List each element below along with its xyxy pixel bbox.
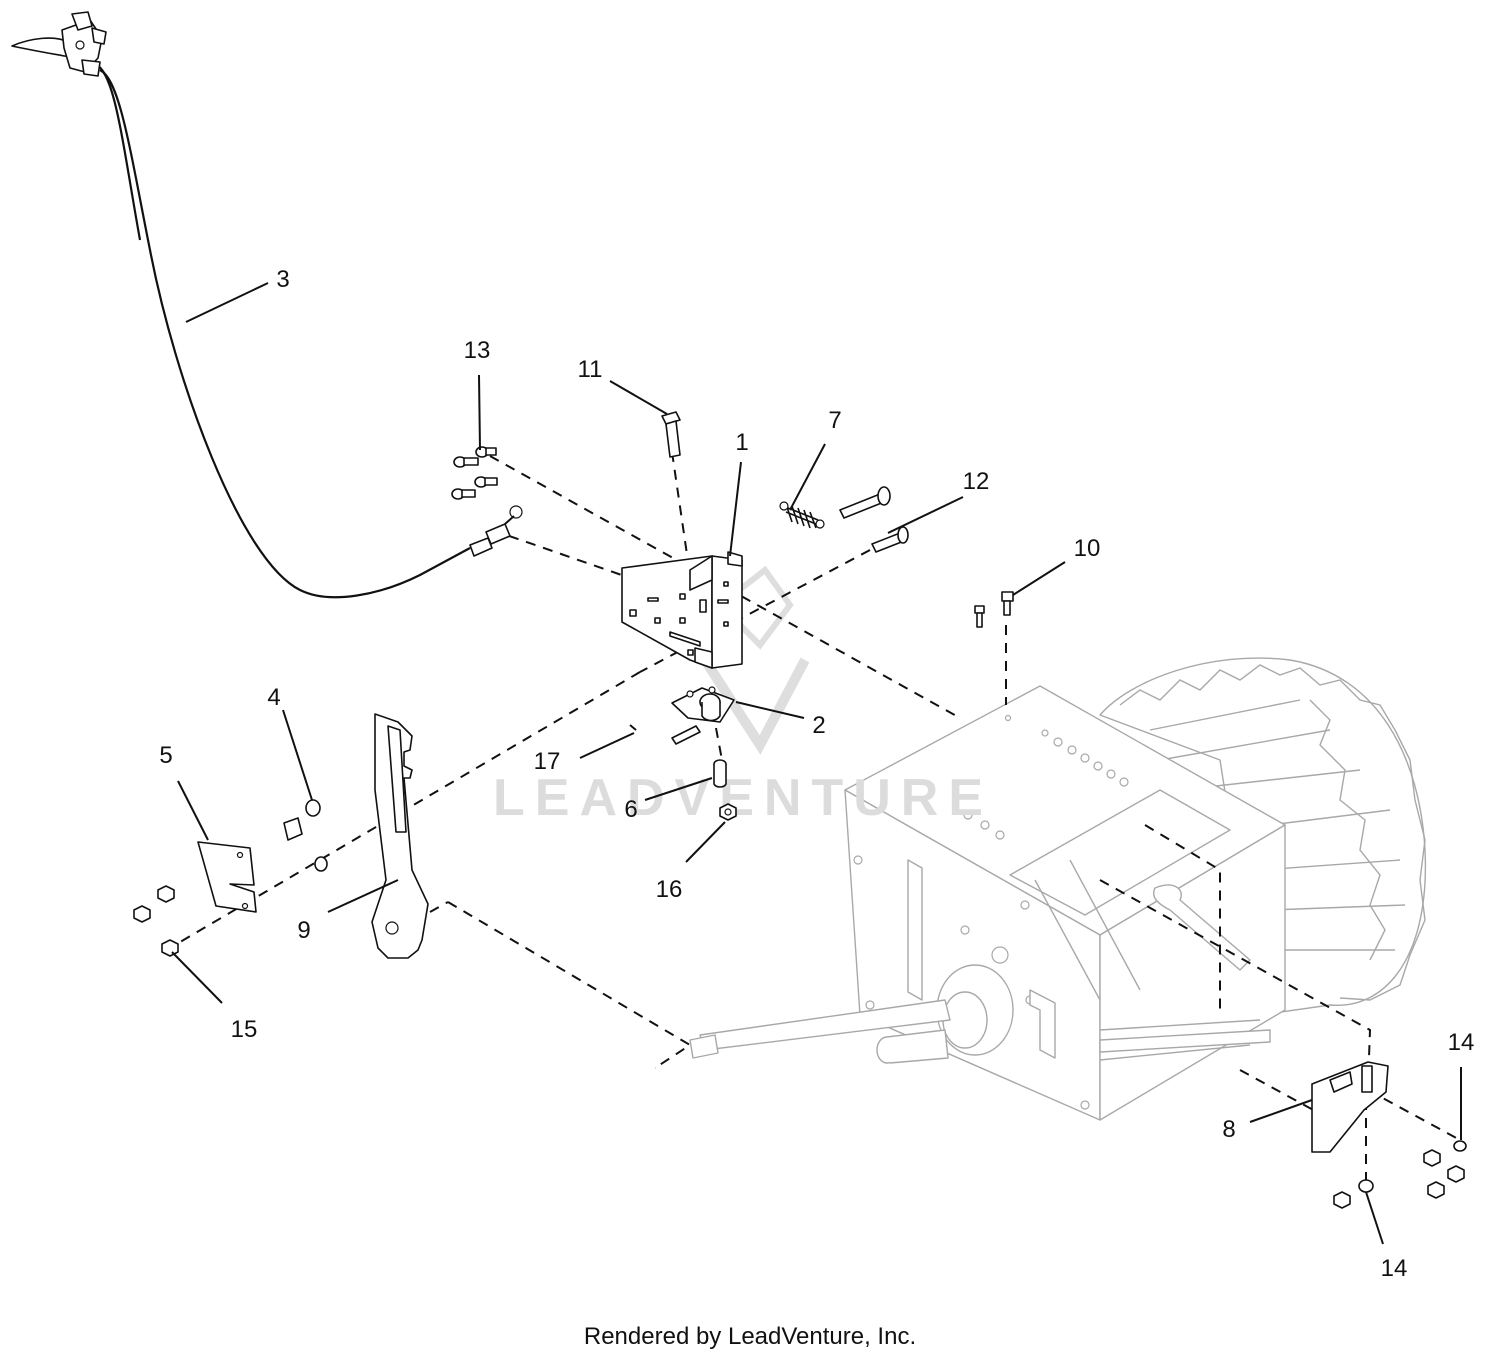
bolt-11 [661,411,681,458]
plate-5 [197,841,257,913]
callout-16: 16 [656,876,683,903]
watermark-text: LEADVENTURE [493,769,993,827]
nuts-15 [133,885,179,957]
callout-labels: 1 2 3 4 5 6 7 8 9 10 11 12 13 14 14 15 1… [159,266,1474,1282]
leader-lines [171,282,1462,1245]
nut-16 [719,803,737,821]
callout-6: 6 [624,796,637,823]
bolts-12 [839,486,909,553]
spacers-4 [283,799,328,872]
cam-plate-2 [671,686,735,745]
callout-17: 17 [534,748,561,775]
callout-14-bottom: 14 [1381,1255,1408,1282]
arm-9 [371,713,429,959]
bolts-10 [974,591,1014,628]
callout-11: 11 [578,356,603,383]
callout-8: 8 [1222,1116,1235,1143]
pin-17 [629,724,637,731]
control-bracket-1 [621,551,743,669]
nuts-14 [1333,1140,1467,1209]
deck-holes [963,714,1129,840]
callout-12: 12 [963,468,990,495]
callout-13: 13 [464,337,491,364]
control-lever [11,11,107,77]
callout-9: 9 [297,917,310,944]
callout-1: 1 [735,429,748,456]
callout-7: 7 [828,407,841,434]
chassis-housing-ghost [689,657,1427,1121]
callout-5: 5 [159,742,172,769]
callout-4: 4 [267,684,280,711]
callout-15: 15 [231,1016,258,1043]
spring-7 [779,501,825,529]
callout-2: 2 [812,712,825,739]
bracket-8 [1311,1061,1389,1153]
watermark-logo [700,565,810,755]
callout-14-top: 14 [1448,1029,1475,1056]
spacer-6 [713,759,727,788]
callout-3: 3 [276,266,289,293]
footer-credit: Rendered by LeadVenture, Inc. [583,1323,917,1350]
callout-10: 10 [1074,535,1101,562]
control-cable [94,62,523,599]
screws-13 [451,446,498,500]
